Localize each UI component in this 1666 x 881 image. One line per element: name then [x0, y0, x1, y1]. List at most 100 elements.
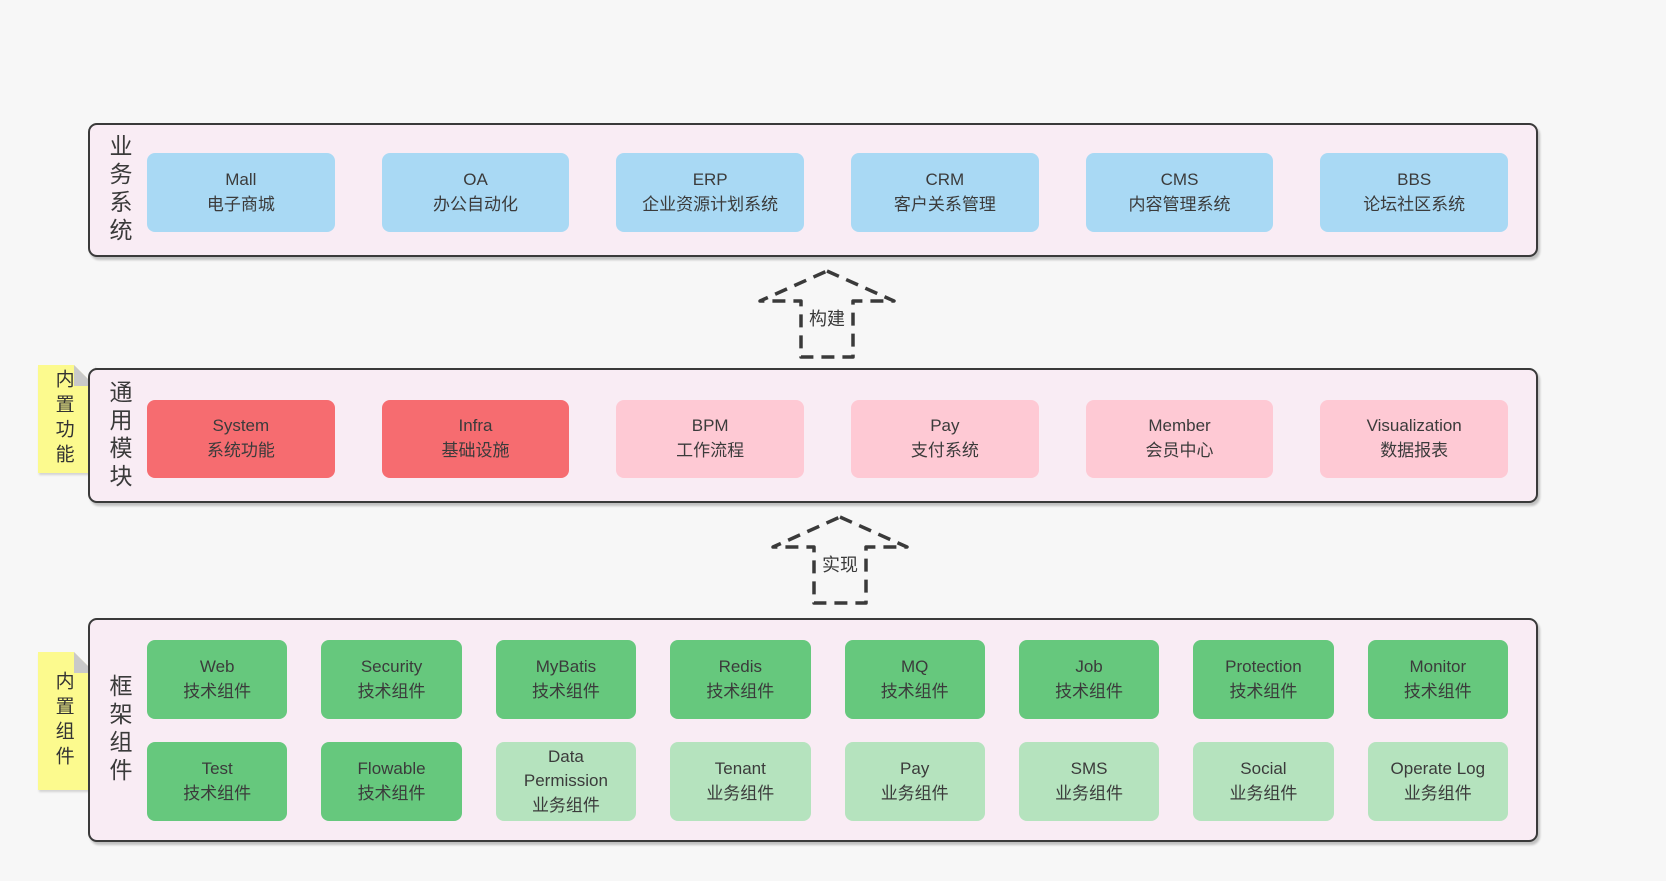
- module-title: CRM: [925, 169, 965, 189]
- module-subtitle: 工作流程: [676, 441, 745, 460]
- sticky-note-built-in-features: 内置功能: [38, 365, 95, 473]
- framework-components-row-2: Test 技术组件 Flowable 技术组件 Data Permission …: [147, 742, 1508, 821]
- module-subtitle: 技术组件: [1229, 681, 1298, 701]
- module-title: Job: [1075, 656, 1103, 676]
- module-title: Operate Log: [1390, 758, 1486, 778]
- module-subtitle: 办公自动化: [433, 194, 518, 214]
- module-box: BPM 工作流程: [616, 400, 805, 478]
- module-title: Security: [360, 656, 423, 676]
- module-subtitle: 技术组件: [357, 783, 426, 803]
- module-box: Operate Log 业务组件: [1367, 742, 1508, 821]
- module-subtitle: 电子商城: [206, 194, 275, 214]
- module-subtitle: 技术组件: [183, 783, 252, 803]
- module-subtitle: 业务组件: [531, 795, 600, 815]
- module-box: Flowable 技术组件: [321, 742, 462, 821]
- module-title: ERP: [692, 169, 728, 189]
- common-modules-panel: 通用模块 System 系统功能 Infra 基础设施 BPM 工作流程 Pay…: [88, 368, 1538, 503]
- module-subtitle: 业务组件: [1229, 783, 1298, 803]
- module-title: BPM: [691, 416, 729, 436]
- panel-side-label: 通用模块: [106, 379, 132, 492]
- module-title: Test: [201, 758, 233, 778]
- module-title: Web: [199, 656, 235, 676]
- module-box: CRM 客户关系管理: [851, 153, 1039, 232]
- module-box: Test 技术组件: [147, 742, 288, 821]
- module-title: Infra: [458, 416, 493, 436]
- module-title: Visualization: [1366, 416, 1462, 436]
- module-box: SMS 业务组件: [1018, 742, 1160, 821]
- module-title: Redis: [718, 656, 763, 676]
- module-box: Pay 业务组件: [844, 742, 985, 821]
- module-box: Visualization 数据报表: [1320, 400, 1509, 478]
- build-arrow-label: 构建: [806, 305, 848, 331]
- module-box: Job 技术组件: [1018, 640, 1160, 719]
- module-subtitle: 技术组件: [183, 681, 252, 701]
- module-subtitle: 技术组件: [1055, 681, 1124, 701]
- framework-components-row-1: Web 技术组件 Security 技术组件 MyBatis 技术组件 Redi…: [147, 640, 1508, 719]
- module-subtitle: 业务组件: [1403, 783, 1472, 803]
- module-box: System 系统功能: [147, 400, 335, 478]
- module-box: Monitor 技术组件: [1367, 640, 1508, 719]
- module-subtitle: 内容管理系统: [1128, 194, 1231, 214]
- build-arrow: 构建: [752, 268, 902, 360]
- dashed-up-arrow-icon: [771, 515, 909, 605]
- module-title: Social: [1240, 758, 1287, 778]
- module-box: Redis 技术组件: [670, 640, 811, 719]
- module-box: MQ 技术组件: [844, 640, 985, 719]
- module-box: Security 技术组件: [321, 640, 462, 719]
- module-subtitle: 技术组件: [706, 681, 775, 701]
- module-subtitle: 支付系统: [910, 441, 979, 460]
- framework-components-panel: 框架组件 Web 技术组件 Security 技术组件 MyBatis 技术组件…: [88, 618, 1538, 842]
- module-title: Flowable: [357, 758, 426, 778]
- module-box: Data Permission 业务组件: [495, 742, 637, 821]
- common-modules-row: System 系统功能 Infra 基础设施 BPM 工作流程 Pay 支付系统…: [147, 400, 1509, 478]
- module-subtitle: 客户关系管理: [893, 194, 996, 214]
- module-title: OA: [463, 169, 488, 189]
- module-subtitle: 论坛社区系统: [1363, 194, 1466, 214]
- module-box: Web 技术组件: [147, 640, 288, 719]
- module-box: Tenant 业务组件: [670, 742, 811, 821]
- module-subtitle: 数据报表: [1380, 441, 1449, 460]
- module-title: Protection: [1225, 656, 1302, 676]
- panel-side-label: 框架组件: [106, 674, 132, 786]
- module-box: Protection 技术组件: [1193, 640, 1334, 719]
- module-subtitle: 技术组件: [1403, 681, 1472, 701]
- module-title: Member: [1148, 416, 1211, 436]
- module-subtitle: 技术组件: [531, 681, 600, 701]
- module-title: System: [212, 416, 270, 436]
- module-box: OA 办公自动化: [381, 153, 570, 232]
- module-box: MyBatis 技术组件: [495, 640, 637, 719]
- module-subtitle: 会员中心: [1145, 441, 1214, 460]
- module-title: Mall: [225, 169, 257, 189]
- module-subtitle: 系统功能: [206, 441, 275, 460]
- module-subtitle: 业务组件: [1055, 783, 1124, 803]
- module-title: MQ: [900, 656, 929, 676]
- panel-side-label: 业务系统: [106, 134, 132, 246]
- module-title: BBS: [1397, 169, 1432, 189]
- module-title: Data Permission: [523, 746, 608, 791]
- module-box: Pay 支付系统: [851, 400, 1039, 478]
- implement-arrow: 实现: [765, 514, 915, 606]
- implement-arrow-label: 实现: [819, 551, 861, 577]
- module-box: Infra 基础设施: [381, 400, 570, 478]
- module-title: Monitor: [1409, 656, 1467, 676]
- module-subtitle: 业务组件: [880, 783, 949, 803]
- module-box: ERP 企业资源计划系统: [616, 153, 805, 232]
- module-title: Tenant: [714, 758, 766, 778]
- module-subtitle: 技术组件: [357, 681, 426, 701]
- module-subtitle: 基础设施: [441, 441, 510, 460]
- module-box: Member 会员中心: [1085, 400, 1274, 478]
- module-box: BBS 论坛社区系统: [1320, 153, 1509, 232]
- sticky-note-label: 内置组件: [52, 671, 74, 771]
- dashed-up-arrow-icon: [758, 269, 896, 359]
- sticky-note-built-in-components: 内置组件: [38, 652, 95, 790]
- sticky-note-label: 内置功能: [52, 369, 74, 469]
- module-subtitle: 技术组件: [880, 681, 949, 701]
- framework-components-rows: Web 技术组件 Security 技术组件 MyBatis 技术组件 Redi…: [147, 640, 1508, 821]
- module-title: SMS: [1070, 758, 1108, 778]
- business-systems-panel: 业务系统 Mall 电子商城 OA 办公自动化 ERP 企业资源计划系统 CRM…: [88, 123, 1538, 257]
- business-systems-row: Mall 电子商城 OA 办公自动化 ERP 企业资源计划系统 CRM 客户关系…: [147, 153, 1509, 232]
- module-box: Mall 电子商城: [147, 153, 335, 232]
- module-title: CMS: [1160, 169, 1199, 189]
- module-box: Social 业务组件: [1193, 742, 1334, 821]
- module-title: Pay: [900, 758, 930, 778]
